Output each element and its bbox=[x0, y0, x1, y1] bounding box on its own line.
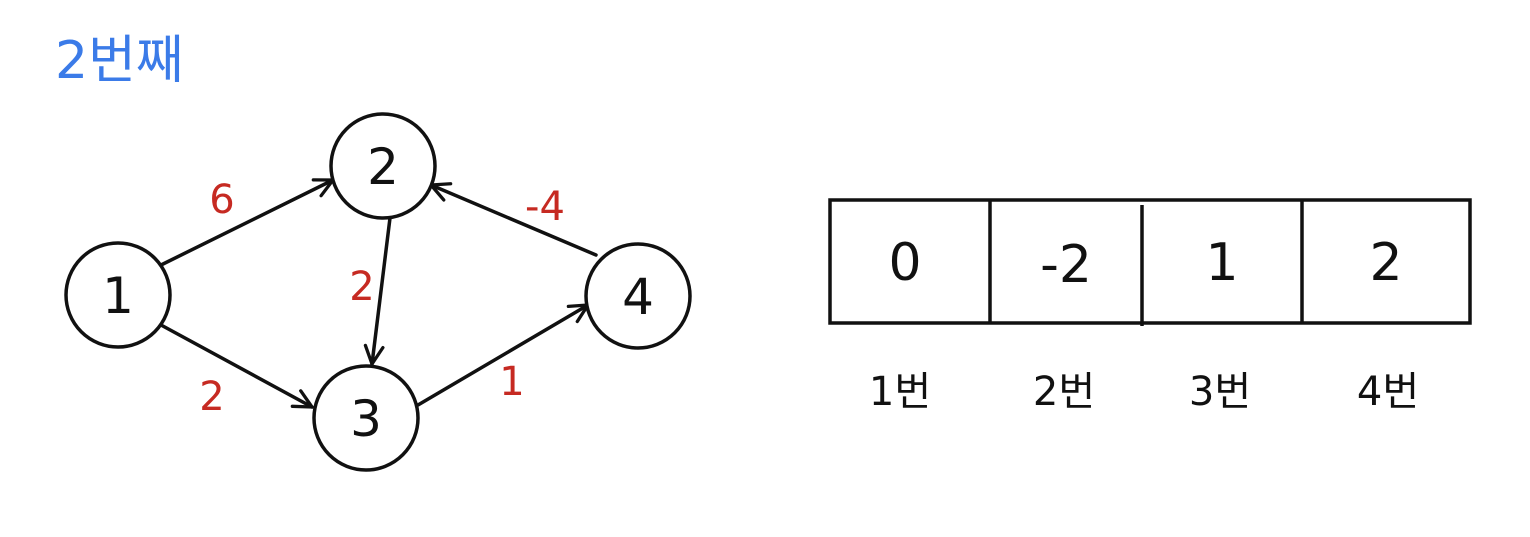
node-label: 1 bbox=[102, 267, 134, 325]
table-border bbox=[828, 198, 1472, 325]
edge-2-3 bbox=[363, 216, 392, 366]
table-cell-4: 2 bbox=[1369, 233, 1402, 293]
table-index-label-4: 4번 bbox=[1357, 369, 1419, 415]
table-cell-1: 0 bbox=[888, 233, 921, 293]
edge-weight-3-4: 1 bbox=[499, 359, 524, 405]
node-label: 2 bbox=[367, 138, 399, 196]
edge-weight-4-2: -4 bbox=[525, 184, 565, 230]
table-cell-3: 1 bbox=[1205, 233, 1238, 293]
node-label: 4 bbox=[622, 268, 654, 326]
table-cell-2: -2 bbox=[1040, 235, 1092, 295]
page-title: 2번째 bbox=[55, 31, 184, 91]
table-index-label-1: 1번 bbox=[869, 369, 931, 415]
node-label: 3 bbox=[350, 390, 382, 448]
table-index-label-3: 3번 bbox=[1189, 369, 1251, 415]
edge-weights: 6 2 2 1 -4 bbox=[199, 177, 565, 420]
edge-4-2 bbox=[429, 182, 598, 257]
edge-weight-2-3: 2 bbox=[349, 264, 374, 310]
edge-weight-1-2: 6 bbox=[209, 177, 234, 223]
graph-node-2: 2 bbox=[329, 112, 437, 220]
table-index-label-2: 2번 bbox=[1033, 369, 1095, 415]
edge-3-4 bbox=[416, 303, 590, 407]
edge-weight-1-3: 2 bbox=[199, 374, 224, 420]
graph-nodes: 1 2 3 4 bbox=[64, 112, 692, 472]
distance-table: 0 -2 1 2 1번 2번 3번 4번 bbox=[828, 198, 1472, 415]
edge-1-3 bbox=[159, 323, 314, 409]
graph-node-4: 4 bbox=[584, 242, 692, 350]
graph-node-3: 3 bbox=[312, 364, 420, 472]
edge-1-2 bbox=[159, 178, 335, 267]
graph-edges bbox=[159, 178, 598, 409]
graph-node-1: 1 bbox=[64, 241, 172, 349]
